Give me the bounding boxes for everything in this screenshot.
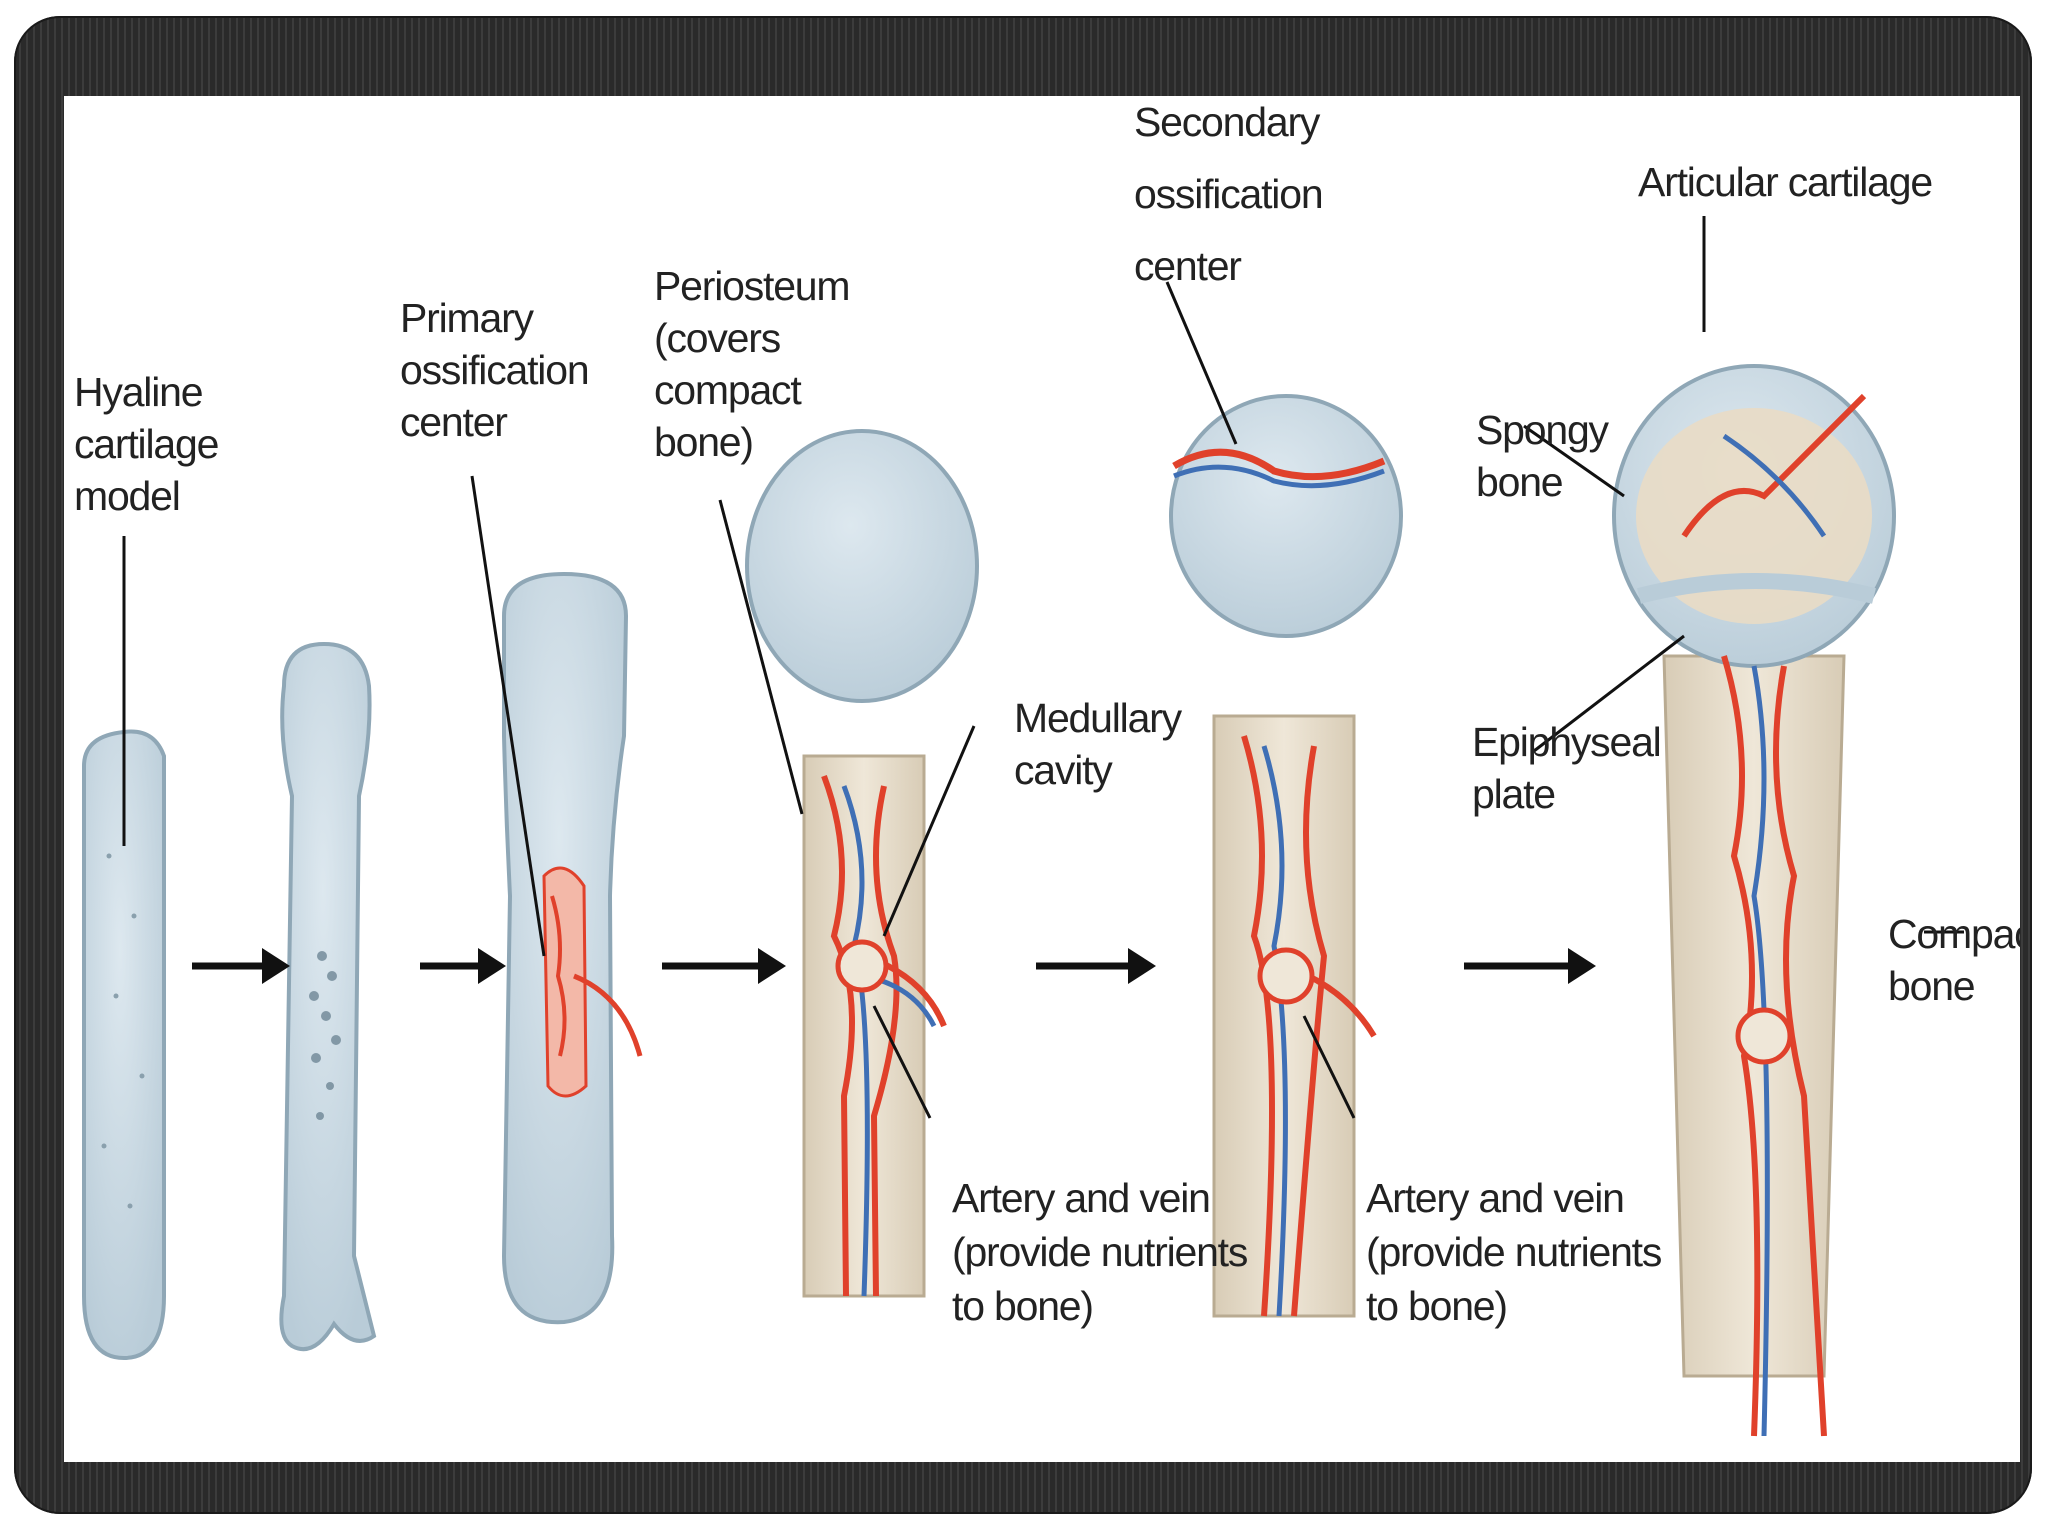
- label-medullary-cavity: Medullary cavity: [1014, 695, 1191, 793]
- label-spongy-bone: Spongy bone: [1476, 407, 1618, 505]
- stage-4-bone: [745, 429, 979, 1298]
- label-epiphyseal-plate: Epiphyseal plate: [1472, 719, 1671, 817]
- leader-lines: [122, 216, 1964, 1119]
- diagram-panel: Hyaline cartilage model Primary ossifica…: [64, 96, 2020, 1462]
- label-compact-bone: Compact bone: [1888, 911, 2020, 1009]
- stage-1-cartilage-model: [82, 729, 166, 1361]
- label-primary-ossification-center: Primary ossification center: [400, 295, 599, 445]
- stage-3-primary-ossification: [501, 571, 643, 1325]
- bone-development-diagram: Hyaline cartilage model Primary ossifica…: [74, 99, 2020, 1437]
- arrow-1: [192, 948, 290, 984]
- label-hyaline-cartilage-model: Hyaline cartilage model: [74, 369, 228, 519]
- label-artery-and-vein-2: Artery and vein (provide nutrients to bo…: [1366, 1175, 1671, 1329]
- label-secondary-ossification-center: Secondary ossification center: [1134, 99, 1333, 289]
- label-articular-cartilage: Articular cartilage: [1638, 159, 1932, 205]
- stage-arrows: [192, 948, 1596, 984]
- stage-2-cartilage: [279, 641, 377, 1352]
- label-periosteum: Periosteum (covers compact bone): [654, 263, 860, 465]
- label-artery-and-vein-1: Artery and vein (provide nutrients to bo…: [952, 1175, 1257, 1329]
- stage-5-secondary-ossification: [1169, 394, 1403, 1318]
- arrow-4: [1036, 948, 1156, 984]
- arrow-5: [1464, 948, 1596, 984]
- arrow-2: [420, 948, 506, 984]
- stage-6-mature-bone: [1612, 364, 1896, 1437]
- arrow-3: [662, 948, 786, 984]
